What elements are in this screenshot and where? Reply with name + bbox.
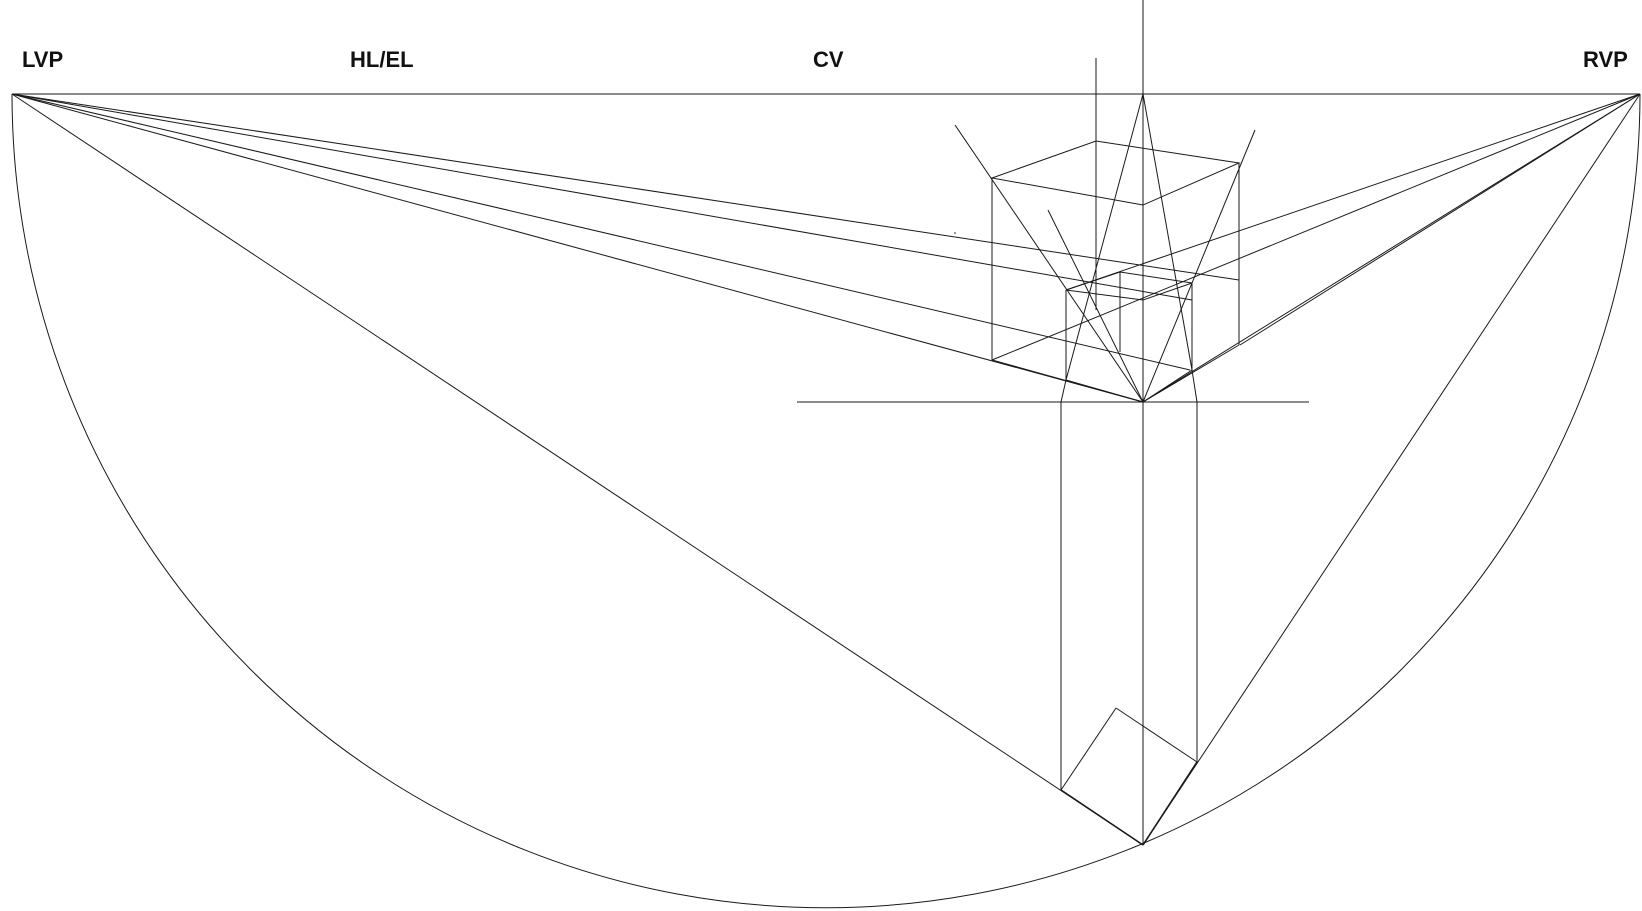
lvp-ray-1	[11, 93, 1240, 281]
lvp-ray-4	[11, 93, 1144, 403]
center-of-vision-label: CV	[813, 47, 844, 72]
rvp-ray-3	[1142, 93, 1641, 403]
rvp-ray-4	[1239, 93, 1641, 346]
lvp-ray-3	[11, 93, 1191, 371]
projection-lines	[1060, 369, 1198, 846]
rvp-label: RVP	[1583, 47, 1628, 72]
station-point-arc	[11, 93, 1641, 909]
small-cube	[1065, 271, 1193, 403]
rvp-ray-2	[1065, 93, 1641, 291]
stray-dot	[954, 232, 956, 234]
plan-view-square	[1060, 707, 1198, 791]
construction-rays	[954, 93, 1256, 403]
lvp-to-station-point-line	[11, 93, 1144, 846]
lvp-label: LVP	[22, 47, 63, 72]
rvp-to-station-point-line	[1142, 93, 1641, 846]
rvp-ray-1	[991, 93, 1641, 361]
lvp-ray-2	[11, 93, 1193, 301]
horizon-eye-level-label: HL/EL	[350, 47, 414, 72]
